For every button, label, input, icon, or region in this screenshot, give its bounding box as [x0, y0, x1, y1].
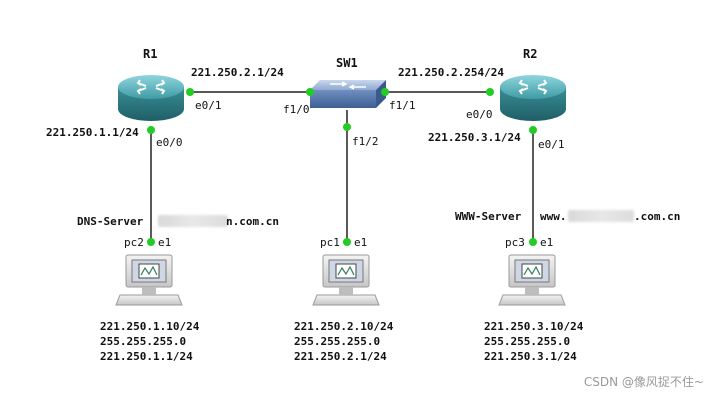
pc3-role: WWW-Server — [455, 210, 522, 223]
r2-e0-1-ip: 221.250.3.1/24 — [428, 131, 521, 144]
pc3-mask: 255.255.255.0 — [484, 335, 571, 348]
sw1-if-f1-2: f1/2 — [352, 135, 379, 148]
pc2-role: DNS-Server — [77, 215, 144, 228]
port-dot-r2-e0-0 — [486, 88, 494, 96]
r1-if-e0-1: e0/1 — [195, 99, 222, 112]
pc2-gateway: 221.250.1.1/24 — [100, 350, 193, 363]
port-dot-pc3-e1 — [529, 238, 537, 246]
pc1-mask: 255.255.255.0 — [294, 335, 381, 348]
r2-name: R2 — [523, 47, 538, 61]
pc3-iface: e1 — [540, 236, 554, 249]
sw1-if-f1-1: f1/1 — [389, 99, 416, 112]
port-dot-sw1-f1-0 — [306, 88, 314, 96]
pc3-ip: 221.250.3.10/24 — [484, 320, 584, 333]
port-dot-r2-e0-1 — [529, 126, 537, 134]
pc1-gateway: 221.250.2.1/24 — [294, 350, 387, 363]
port-dot-pc2-e1 — [147, 238, 155, 246]
r1-e0-0-ip: 221.250.1.1/24 — [46, 126, 139, 139]
pc3-domain-prefix: www. — [540, 210, 567, 223]
port-dot-r1-e0-1 — [186, 88, 194, 96]
pc1-icon[interactable] — [312, 254, 380, 306]
router-r1-icon[interactable] — [118, 75, 184, 121]
pc2-ip: 221.250.1.10/24 — [100, 320, 200, 333]
port-dots — [147, 88, 537, 246]
port-dot-sw1-f1-2 — [343, 123, 351, 131]
pc2-name: pc2 — [124, 236, 144, 249]
pc3-name: pc3 — [505, 236, 525, 249]
pc2-domain-suffix: n.com.cn — [226, 215, 279, 228]
redacted-domain-dns — [158, 215, 228, 227]
r2-e0-0-ip: 221.250.2.254/24 — [398, 66, 504, 79]
r2-if-e0-1: e0/1 — [538, 138, 565, 151]
port-dot-pc1-e1 — [343, 238, 351, 246]
pc3-domain-suffix: .com.cn — [634, 210, 681, 223]
pc2-icon[interactable] — [115, 254, 183, 306]
sw1-name: SW1 — [336, 56, 358, 70]
pc1-iface: e1 — [354, 236, 368, 249]
pc2-iface: e1 — [158, 236, 172, 249]
watermark-text: CSDN @像风捉不住~ — [583, 375, 704, 389]
r1-e0-1-ip: 221.250.2.1/24 — [191, 66, 284, 79]
router-r2-icon[interactable] — [500, 75, 566, 121]
r1-if-e0-0: e0/0 — [156, 136, 183, 149]
pc1-ip: 221.250.2.10/24 — [294, 320, 394, 333]
switch-sw1-icon[interactable] — [310, 80, 386, 108]
port-dot-r1-e0-0 — [147, 126, 155, 134]
links — [150, 91, 534, 242]
pc1-name: pc1 — [320, 236, 340, 249]
r1-name: R1 — [143, 47, 158, 61]
sw1-if-f1-0: f1/0 — [283, 103, 310, 116]
port-dot-sw1-f1-1 — [381, 88, 389, 96]
pc3-gateway: 221.250.3.1/24 — [484, 350, 577, 363]
redacted-domain-www — [568, 210, 634, 222]
r2-if-e0-0: e0/0 — [466, 108, 493, 121]
pc2-mask: 255.255.255.0 — [100, 335, 187, 348]
pc3-icon[interactable] — [498, 254, 566, 306]
